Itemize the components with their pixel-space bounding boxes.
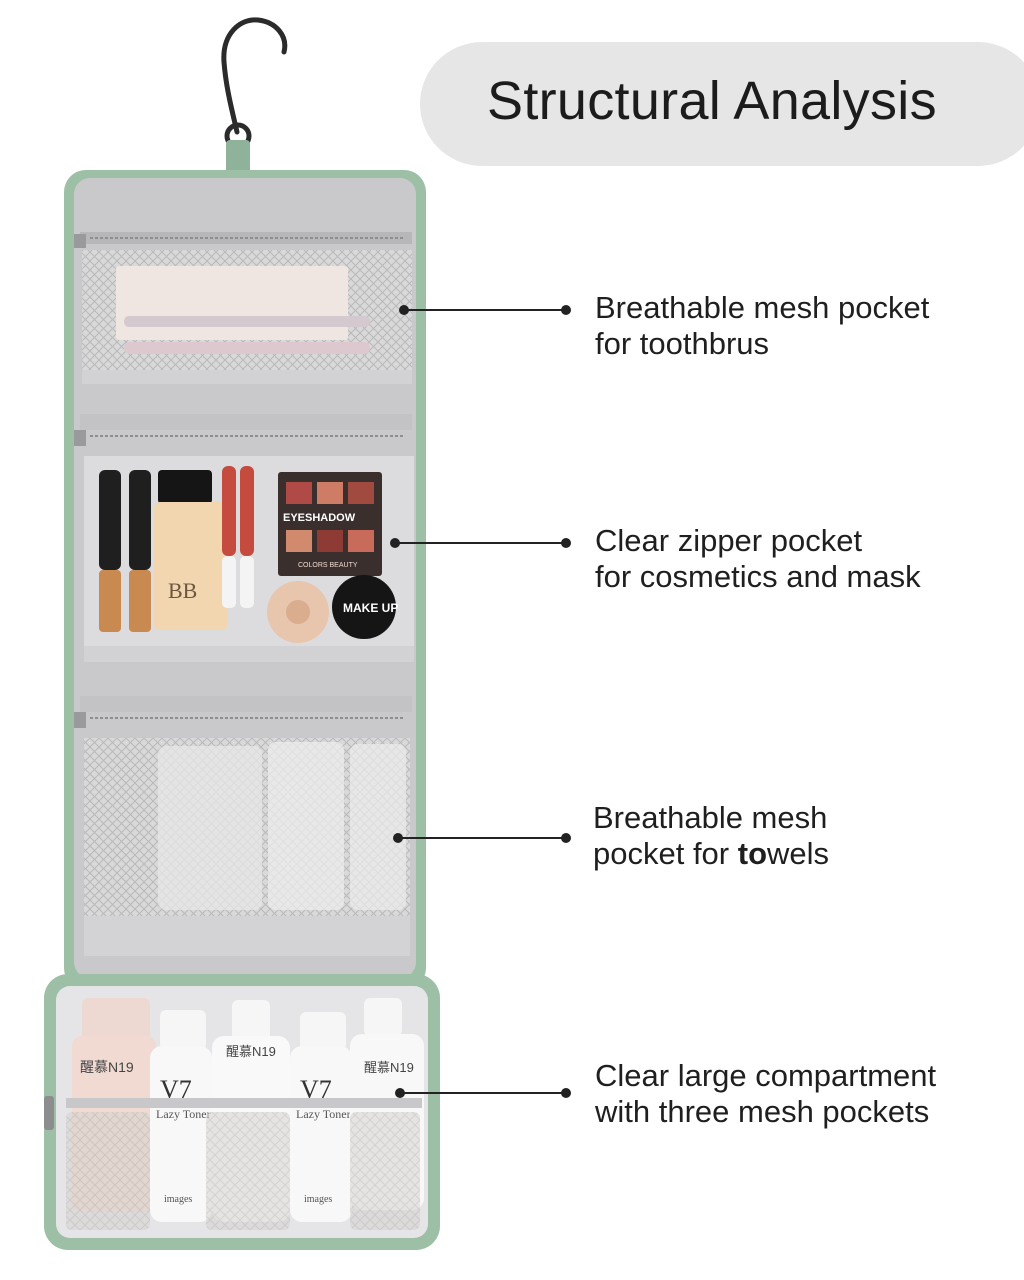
callout-line: Clear zipper pocket	[595, 523, 863, 558]
bottom-clear-compartment: 醒慕N19 V7 Lazy Toner images 醒慕N19 V7 Lazy…	[44, 974, 440, 1250]
callout-toothbrush-pocket: Breathable mesh pocket for toothbrus	[595, 290, 929, 362]
lip-gloss-1	[222, 466, 236, 556]
leader-lines	[390, 305, 571, 1098]
svg-text:BB: BB	[168, 578, 197, 603]
callout-line: Clear large compartment	[595, 1058, 937, 1093]
title-pill	[420, 42, 1024, 166]
callout-line: with three mesh pockets	[595, 1094, 930, 1129]
bottle-2: V7 Lazy Toner images	[150, 1010, 212, 1222]
toothpaste-box	[116, 266, 348, 340]
page-title: Structural Analysis	[487, 71, 937, 131]
svg-text:MAKE UP: MAKE UP	[343, 601, 398, 615]
svg-text:Lazy Toner: Lazy Toner	[156, 1107, 211, 1121]
clear-cosmetic-pocket: BB EYESHADOW COLORS BEAUTY MAKE UP	[74, 414, 414, 662]
callout-line: for cosmetics and mask	[595, 559, 921, 594]
bb-cream-tube	[158, 470, 212, 504]
towel-mesh-pocket	[74, 696, 412, 956]
towel-1	[158, 746, 262, 910]
svg-text:images: images	[164, 1194, 192, 1205]
inner-mesh-pocket-2	[206, 1112, 290, 1230]
mascara-1	[99, 470, 121, 570]
svg-text:醒慕N19: 醒慕N19	[364, 1060, 414, 1075]
callout-towel-pocket: Breathable mesh pocket for towels	[593, 800, 829, 872]
callout-line: for toothbrus	[595, 326, 770, 361]
svg-text:醒慕N19: 醒慕N19	[80, 1059, 134, 1075]
lip-gloss-2	[240, 466, 254, 556]
inner-mesh-pocket-1	[66, 1112, 150, 1230]
inner-mesh-pocket-3	[350, 1112, 420, 1230]
towel-3	[350, 744, 406, 910]
hanger-hook	[221, 17, 288, 178]
callout-line: Breathable mesh pocket	[595, 290, 930, 325]
toothbrush-1	[124, 316, 370, 327]
svg-text:醒慕N19: 醒慕N19	[226, 1044, 276, 1059]
towel-2	[268, 742, 344, 910]
svg-text:COLORS BEAUTY: COLORS BEAUTY	[298, 562, 358, 569]
toothbrush-2	[124, 342, 370, 354]
callout-line: pocket for towels	[593, 836, 830, 871]
callout-line: Breathable mesh	[593, 800, 828, 835]
top-mesh-pocket	[74, 232, 412, 384]
mascara-2	[129, 470, 151, 570]
callout-large-compartment: Clear large compartment with three mesh …	[595, 1058, 936, 1130]
svg-text:images: images	[304, 1194, 332, 1205]
svg-text:Lazy Toner: Lazy Toner	[296, 1107, 351, 1121]
callout-cosmetics-pocket: Clear zipper pocket for cosmetics and ma…	[595, 523, 921, 595]
makeup-compact	[332, 575, 396, 639]
svg-text:EYESHADOW: EYESHADOW	[283, 512, 356, 524]
